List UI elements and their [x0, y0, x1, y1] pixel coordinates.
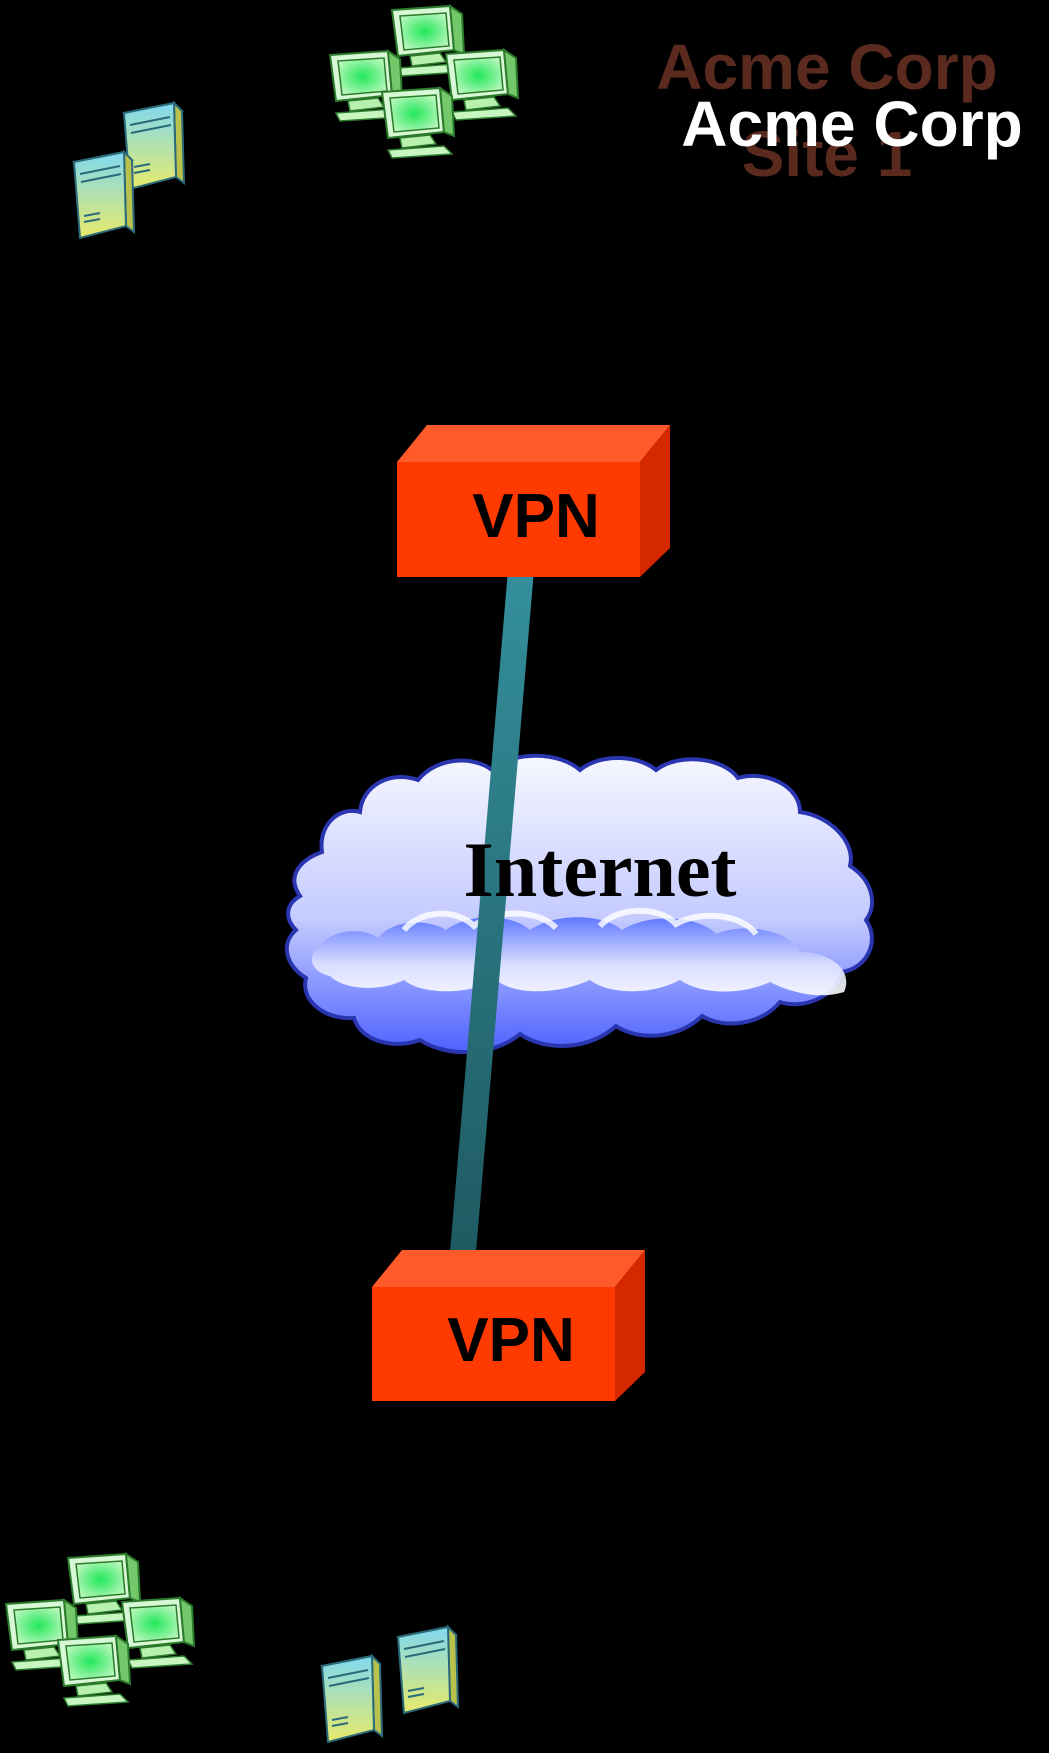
vpn-device-bottom: VPN	[372, 1250, 645, 1401]
server-pair-icon	[73, 102, 185, 239]
server-pair-icon	[321, 1626, 459, 1743]
cloud-icon	[285, 753, 875, 1055]
vpn-label-top: VPN	[472, 482, 599, 551]
site-title-shadow-line2: Site 1	[742, 118, 913, 190]
vpn-label-bottom: VPN	[447, 1306, 574, 1375]
workstation-cluster-icon	[329, 5, 519, 159]
cloud-label: Internet	[464, 826, 737, 913]
site-title-shadow-line1: Acme Corp	[656, 31, 997, 103]
site-title-front: Acme Corp	[681, 88, 1022, 160]
vpn-device-top: VPN	[397, 425, 670, 577]
workstation-cluster-icon	[5, 1553, 195, 1707]
vpn-tunnel-line	[450, 570, 534, 1252]
